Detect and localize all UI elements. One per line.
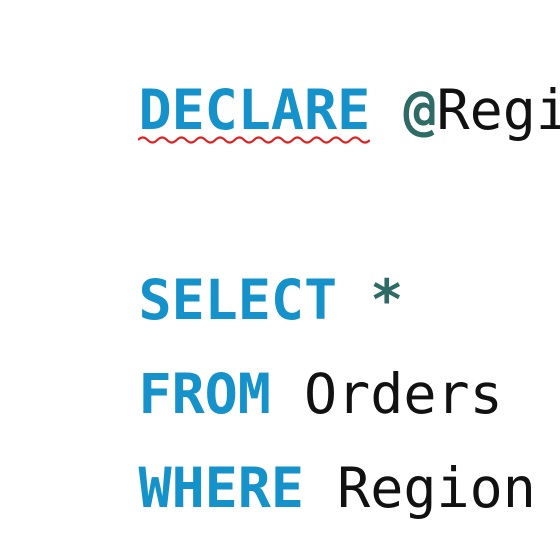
table-name-orders: Orders xyxy=(304,362,503,426)
code-line-from: FROM Orders xyxy=(6,298,502,426)
keyword-select[interactable]: SELECT xyxy=(138,268,338,332)
keyword-where[interactable]: WHERE xyxy=(138,456,305,520)
keyword-from[interactable]: FROM xyxy=(138,362,271,426)
code-line-select: SELECT * xyxy=(6,204,403,332)
keyword-declare-text: DECLARE xyxy=(138,78,371,142)
operator-star: * xyxy=(370,268,404,332)
keyword-declare[interactable]: DECLARE xyxy=(138,78,371,144)
error-squiggle-icon xyxy=(138,136,371,144)
variable-sigil: @ xyxy=(403,78,437,142)
column-name-region: Region xyxy=(337,456,536,520)
variable-name-region: Region xyxy=(436,78,560,142)
code-line-declare: DECLARE @Region xyxy=(6,14,560,144)
code-line-where: WHERE Region = @ xyxy=(6,392,560,520)
